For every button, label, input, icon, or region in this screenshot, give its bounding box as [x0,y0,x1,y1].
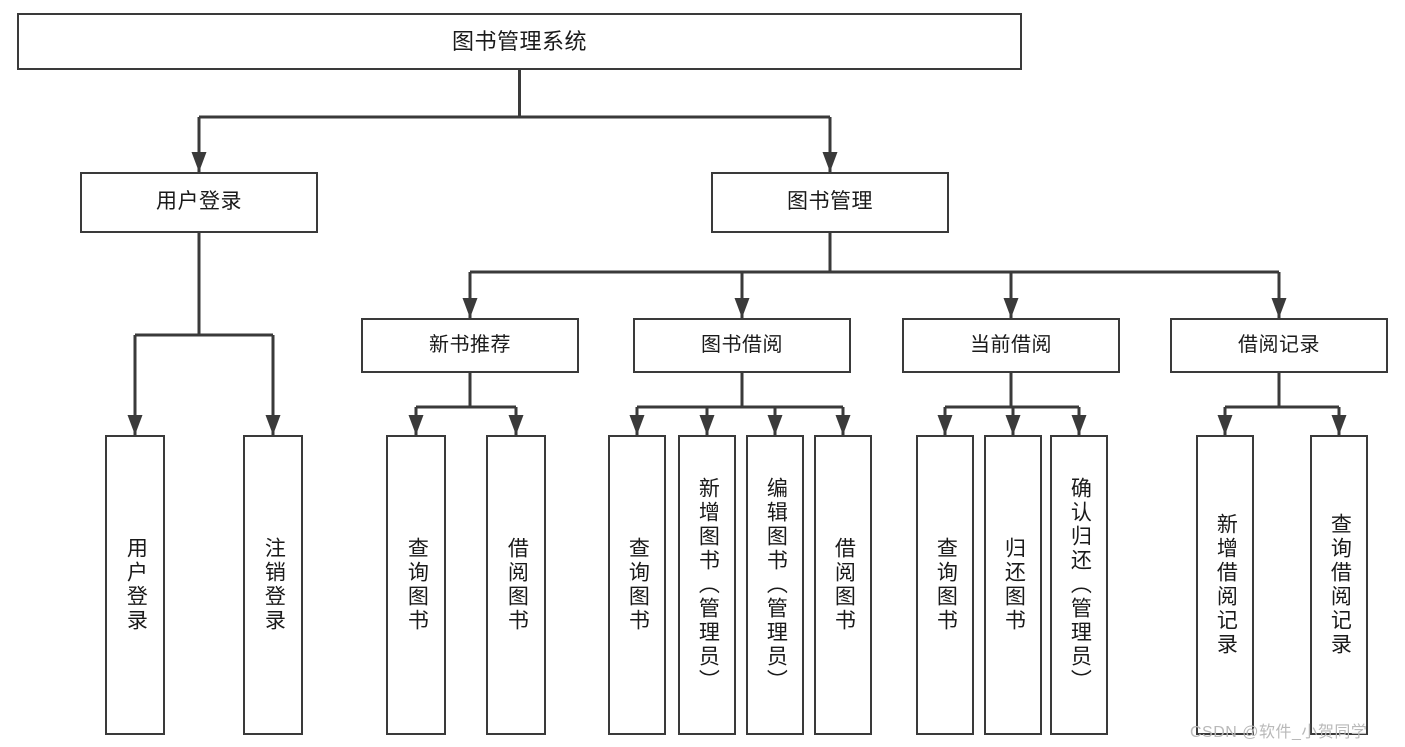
root-node-root: 图书管理系统 [17,13,1022,70]
node-label: 用户登录 [156,190,242,214]
level2-node-book-borrow: 图书借阅 [633,318,851,373]
node-label: 归还图书 [1002,537,1026,633]
watermark-text: CSDN @软件_小贺同学 [1190,724,1368,741]
node-label: 查询借阅记录 [1328,513,1352,657]
level2-node-current-borrow: 当前借阅 [902,318,1120,373]
leaf-node-leaf-edit-book: 编辑图书（管理员） [746,435,804,735]
leaf-node-leaf-add-borrow-record: 新增借阅记录 [1196,435,1254,735]
node-label: 用户登录 [124,537,148,633]
leaf-node-leaf-user-login: 用户登录 [105,435,165,735]
node-label: 借阅图书 [505,537,529,633]
leaf-node-leaf-borrow-book-2: 借阅图书 [814,435,872,735]
level1-node-user-login: 用户登录 [80,172,318,233]
node-label: 图书借阅 [701,333,783,356]
node-label: 图书管理系统 [451,28,587,54]
node-label: 编辑图书（管理员） [764,477,788,693]
leaf-node-leaf-query-book-2: 查询图书 [608,435,666,735]
node-label: 当前借阅 [970,333,1052,356]
node-label: 借阅图书 [832,537,856,633]
node-label: 新增图书（管理员） [696,477,720,693]
node-label: 确认归还（管理员） [1068,477,1092,693]
node-label: 借阅记录 [1238,333,1320,356]
leaf-node-leaf-query-book-1: 查询图书 [386,435,446,735]
leaf-node-leaf-borrow-book-1: 借阅图书 [486,435,546,735]
leaf-node-leaf-return-book: 归还图书 [984,435,1042,735]
node-label: 查询图书 [626,537,650,633]
node-label: 注销登录 [262,537,286,633]
leaf-node-leaf-user-logout: 注销登录 [243,435,303,735]
node-label: 新增借阅记录 [1214,513,1238,657]
level2-node-new-book-recommend: 新书推荐 [361,318,579,373]
node-label: 图书管理 [787,190,873,214]
level2-node-borrow-record: 借阅记录 [1170,318,1388,373]
leaf-node-leaf-query-borrow-record: 查询借阅记录 [1310,435,1368,735]
node-label: 新书推荐 [429,333,511,356]
node-label: 查询图书 [405,537,429,633]
leaf-node-leaf-add-book: 新增图书（管理员） [678,435,736,735]
level1-node-book-management: 图书管理 [711,172,949,233]
leaf-node-leaf-confirm-return: 确认归还（管理员） [1050,435,1108,735]
node-label: 查询图书 [934,537,958,633]
leaf-node-leaf-query-book-3: 查询图书 [916,435,974,735]
